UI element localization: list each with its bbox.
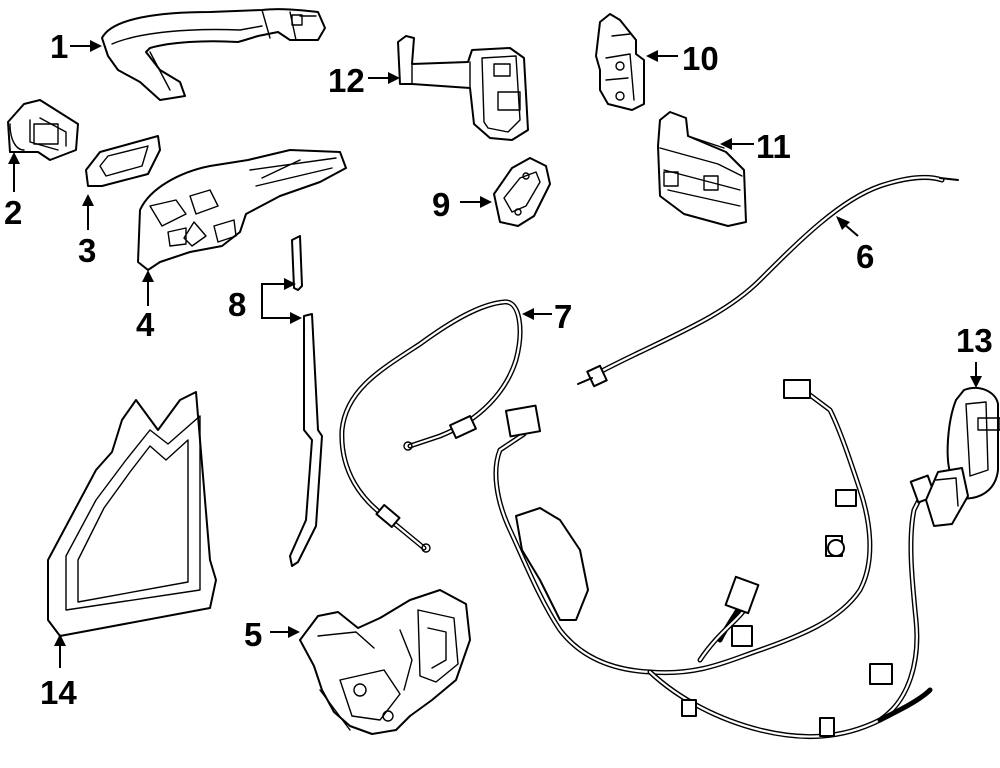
callout-1: 1 <box>50 28 68 65</box>
part-9-striker-plate <box>493 157 551 227</box>
part-4-handle-carrier <box>137 149 347 271</box>
leader-lines <box>8 40 982 668</box>
part-2-cylinder-cap <box>7 99 79 161</box>
part-5-door-latch <box>299 589 471 735</box>
callout-3: 3 <box>78 232 96 269</box>
callout-9: 9 <box>432 186 450 223</box>
callout-4: 4 <box>136 306 155 343</box>
callout-11: 11 <box>756 128 791 165</box>
part-1-outside-handle <box>101 8 326 101</box>
part-6-release-cable <box>577 175 959 388</box>
callout-13: 13 <box>956 322 993 359</box>
part-8-lock-rods <box>289 235 323 567</box>
part-11-striker <box>657 111 747 227</box>
part-3-handle-bezel <box>85 135 161 187</box>
wiring-harness <box>493 379 937 740</box>
callout-14: 14 <box>40 674 77 711</box>
part-12-door-check <box>397 35 529 141</box>
callout-7: 7 <box>554 298 572 335</box>
callout-10: 10 <box>682 40 719 77</box>
part-13-connector <box>925 386 1000 527</box>
part-14-triangle-seal <box>47 391 217 637</box>
part-7-latch-cable <box>339 299 523 553</box>
callout-2: 2 <box>4 194 22 231</box>
callout-labels: 1 2 3 4 5 6 7 8 9 10 11 12 13 14 <box>4 28 993 711</box>
callout-5: 5 <box>244 616 262 653</box>
callout-6: 6 <box>856 238 874 275</box>
callout-8: 8 <box>228 286 246 323</box>
callout-12: 12 <box>328 62 365 99</box>
part-10-switch <box>595 13 645 111</box>
